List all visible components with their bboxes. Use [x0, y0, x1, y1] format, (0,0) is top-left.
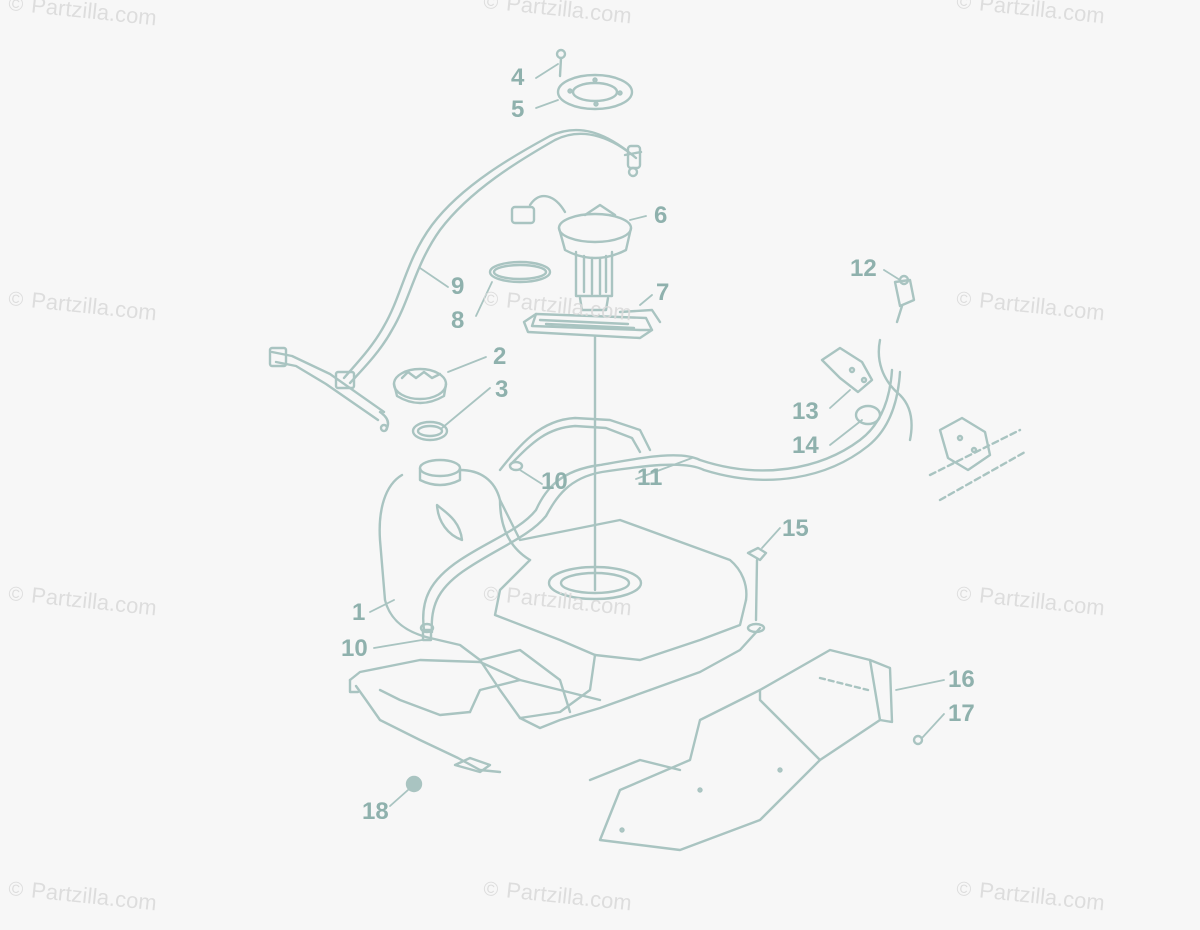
part-2-fuel-cap [392, 367, 448, 405]
callout-18[interactable]: 18 [362, 798, 389, 825]
part-11-breather-hose [422, 368, 902, 634]
callout-12[interactable]: 12 [850, 255, 877, 282]
callout-1[interactable]: 1 [352, 599, 366, 626]
part-3-cap-gasket [411, 420, 449, 442]
part-14-clamp [854, 404, 882, 426]
part-13-bracket [820, 346, 874, 394]
part-6-fuel-pump [510, 194, 633, 312]
callout-13[interactable]: 13 [792, 398, 819, 425]
part-12-valve [877, 274, 916, 442]
mount-plate-right [928, 416, 1027, 502]
callout-6[interactable]: 6 [654, 202, 668, 229]
callout-7[interactable]: 7 [656, 279, 670, 306]
callout-4[interactable]: 4 [511, 64, 525, 91]
part-18-drain-plug [405, 756, 492, 793]
part-16-heat-shield [588, 648, 894, 852]
part-15-bolt [746, 546, 768, 634]
part-10-hose-clip-upper [508, 460, 524, 472]
part-9-fuel-hose [342, 128, 643, 385]
callout-10-lower[interactable]: 10 [341, 635, 368, 662]
callout-8[interactable]: 8 [451, 307, 465, 334]
leader-lines [369, 63, 945, 807]
part-17-screw [912, 734, 924, 746]
callout-14[interactable]: 14 [792, 432, 819, 459]
part-7-fuel-filter [522, 308, 662, 340]
part-4-screw [555, 48, 567, 78]
part-1-fuel-tank [348, 458, 762, 774]
callout-17[interactable]: 17 [948, 700, 975, 727]
part-10-hose-clip-lower [419, 622, 435, 642]
callout-9[interactable]: 9 [451, 273, 465, 300]
callout-11[interactable]: 11 [637, 464, 663, 491]
part-9-hose-fitting [268, 346, 390, 433]
callout-16[interactable]: 16 [948, 666, 975, 693]
callout-15[interactable]: 15 [782, 515, 809, 542]
part-8-o-ring [488, 260, 552, 284]
part-5-gasket [556, 73, 634, 111]
callout-5[interactable]: 5 [511, 96, 525, 123]
callout-2[interactable]: 2 [493, 343, 507, 370]
callout-3[interactable]: 3 [495, 376, 509, 403]
callout-10-upper[interactable]: 10 [541, 468, 568, 495]
